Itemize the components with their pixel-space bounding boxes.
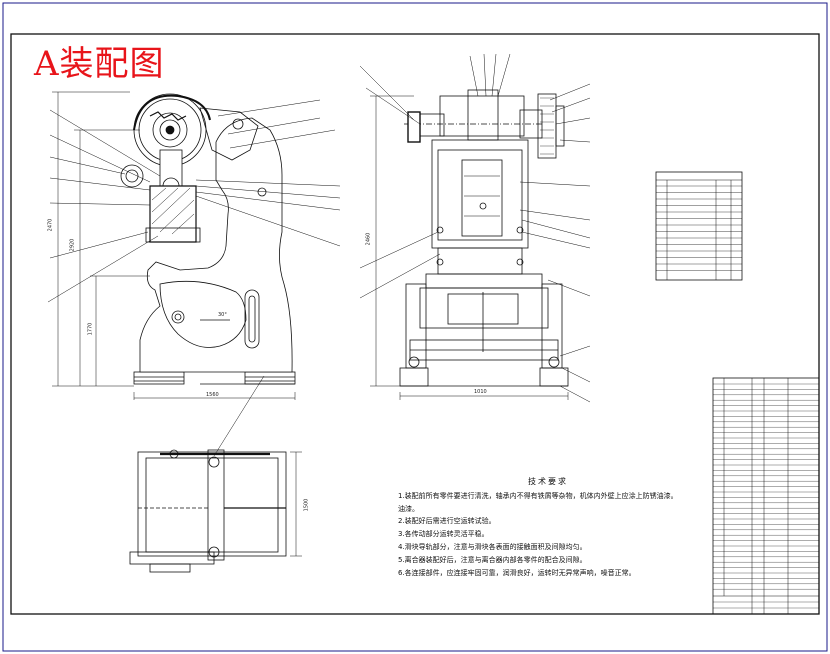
dim-front-width: 1560: [206, 392, 219, 398]
dim-front-lower: 1770: [87, 322, 94, 336]
front-view: [120, 93, 296, 385]
parts-list-table: [655, 171, 743, 281]
parts-list-rows: [656, 185, 742, 271]
note-item: 1.装配前所有零件要进行清洗，轴承内不得有铁屑等杂物，机体内外壁上应涂上防锈油漆…: [398, 491, 678, 500]
technical-notes: 技术要求 1.装配前所有零件要进行清洗，轴承内不得有铁屑等杂物，机体内外壁上应涂…: [398, 476, 698, 579]
dim-plan-depth: 1500: [303, 498, 310, 512]
drawing-title: A装配图: [34, 44, 165, 84]
note-item: 4.滑块导轨部分，注意与滑块各表面的接触面积及间隙均匀。: [398, 542, 587, 551]
bom-table: [712, 377, 820, 615]
note-item: 3.各传动部分运转灵活平稳。: [398, 530, 489, 539]
dim-side-height: 2460: [365, 232, 372, 246]
note-item: 2.装配好后需进行空运转试验。: [398, 517, 496, 526]
notes-heading: 技术要求: [528, 477, 568, 486]
dim-angle: 30°: [218, 312, 227, 318]
side-dimensions: [370, 95, 569, 400]
inner-frame: [10, 33, 820, 615]
dim-front-height: 2470: [47, 218, 54, 232]
note-item: 6.各连接部件，应连接牢固可靠，润滑良好，运转时无异常声响，噪音正常。: [398, 568, 636, 577]
side-leaders: [359, 53, 591, 403]
front-leaders: [47, 99, 341, 303]
front-dimensions: [52, 91, 296, 400]
note-item: 5.离合器装配好后，注意与离合器内部各零件的配合及间隙。: [398, 555, 587, 564]
plan-view: [129, 375, 302, 573]
dim-side-width: 1010: [474, 389, 487, 395]
side-view: [399, 89, 569, 387]
dim-front-height2: 2920: [69, 238, 76, 252]
bom-rows: [713, 383, 819, 609]
note-item: 油漆。: [398, 504, 419, 513]
